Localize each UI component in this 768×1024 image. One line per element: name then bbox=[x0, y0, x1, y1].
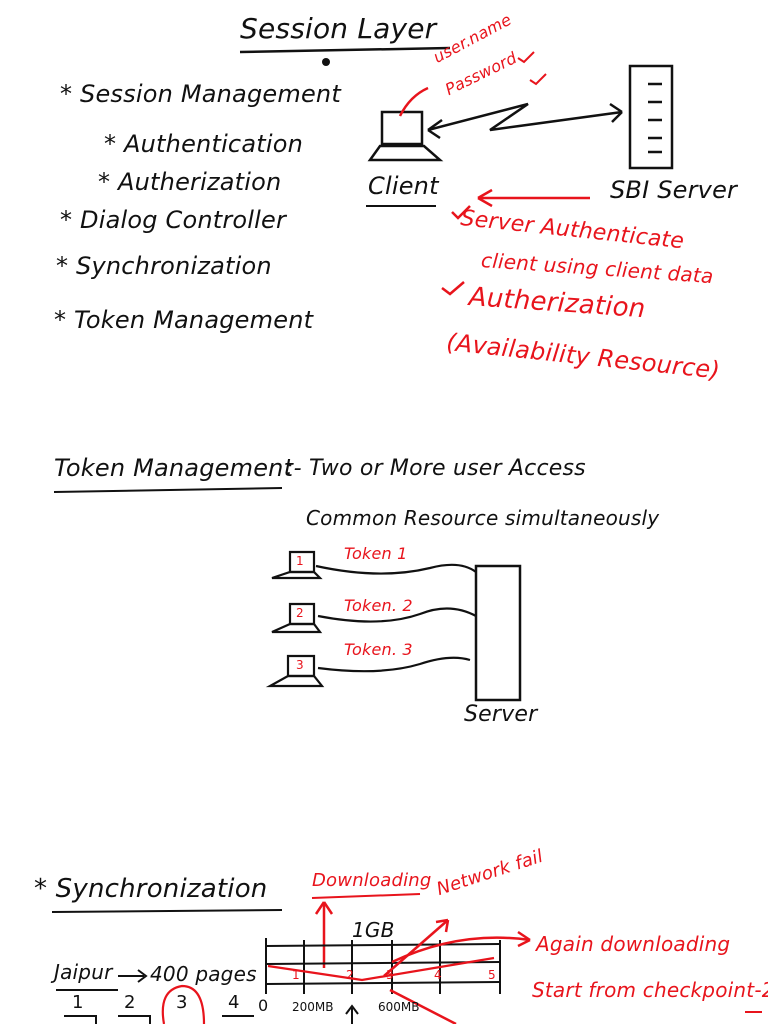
token-laptop-1-number: 1 bbox=[296, 554, 304, 568]
title-underline-dot bbox=[322, 58, 330, 66]
client-laptop-icon bbox=[367, 110, 444, 162]
token-1-label: Token 1 bbox=[344, 544, 408, 563]
check-mark-4 bbox=[529, 73, 547, 86]
check-mark-1 bbox=[451, 205, 471, 220]
page-box-2 bbox=[118, 1015, 151, 1024]
page-title: Session Layer bbox=[240, 12, 437, 45]
bullet-token-management: * Token Management bbox=[54, 306, 314, 334]
restart-arrow bbox=[389, 988, 457, 1024]
sync-heading-underline bbox=[51, 909, 283, 913]
token-management-heading: Token Management bbox=[54, 454, 294, 482]
pages-label: 400 pages bbox=[150, 962, 257, 986]
again-downloading-line1: Again downloading bbox=[536, 932, 731, 956]
jaipur-label: Jaipur bbox=[54, 960, 113, 984]
token-server-label: Server bbox=[464, 702, 538, 727]
user-pass-arrow bbox=[398, 86, 429, 117]
token-laptop-3-number: 3 bbox=[296, 658, 304, 672]
client-label: Client bbox=[368, 172, 439, 200]
synchronization-heading: * Synchronization bbox=[34, 874, 268, 904]
page-box-1 bbox=[64, 1015, 97, 1024]
checkpoint-5: 5 bbox=[488, 968, 496, 982]
token-desc-line2: Common Resource simultaneously bbox=[306, 506, 660, 530]
page-number-3: 3 bbox=[176, 992, 188, 1013]
bullet-session-management: * Session Management bbox=[60, 80, 341, 108]
downloading-underline bbox=[311, 893, 421, 899]
checkpoint-4: 4 bbox=[434, 968, 442, 982]
token-2-label: Token. 2 bbox=[344, 596, 413, 615]
client-server-link bbox=[427, 102, 623, 132]
token-laptop-2-number: 2 bbox=[296, 606, 304, 620]
bullet-synchronization: * Synchronization bbox=[56, 252, 272, 280]
axis-label-200mb: 200MB bbox=[292, 1000, 334, 1014]
token-wire-2 bbox=[317, 607, 477, 623]
bullet-dialog-controller: * Dialog Controller bbox=[60, 206, 287, 234]
network-fail-arrow bbox=[383, 919, 449, 977]
bullet-authentication: * Authentication bbox=[104, 130, 304, 158]
token-laptop-2-icon bbox=[271, 602, 323, 634]
token-desc-line1: :- Two or More user Access bbox=[286, 456, 586, 481]
token-wire-3 bbox=[317, 656, 471, 673]
up-arrow-600mb bbox=[345, 1004, 359, 1024]
token-heading-underline bbox=[53, 487, 283, 493]
checkpoint-1: 1 bbox=[292, 968, 300, 982]
axis-label-600mb: 600MB bbox=[378, 1000, 420, 1014]
checkpoint-3: 3 bbox=[386, 968, 394, 982]
downloading-label: Downloading bbox=[312, 870, 432, 891]
size-label: 1GB bbox=[352, 918, 395, 942]
check-mark-2 bbox=[441, 281, 465, 296]
token-wire-1 bbox=[315, 563, 477, 575]
progress-line bbox=[267, 956, 495, 982]
sbi-server-icon bbox=[628, 64, 674, 170]
again-downloading-line2: Start from checkpoint-2 bbox=[532, 978, 768, 1002]
again-arrow bbox=[391, 936, 531, 964]
page-3-circle bbox=[161, 984, 206, 1024]
check-mark-3 bbox=[517, 51, 535, 64]
page-number-1: 1 bbox=[72, 992, 84, 1013]
token-laptop-1-icon bbox=[271, 550, 323, 580]
axis-label-0: 0 bbox=[258, 996, 269, 1015]
jaipur-arrow bbox=[118, 969, 148, 983]
page-number-4: 4 bbox=[228, 992, 240, 1013]
token-3-label: Token. 3 bbox=[344, 640, 413, 659]
sbi-server-label: SBI Server bbox=[610, 176, 738, 204]
checkpoint-2: 2 bbox=[346, 968, 354, 982]
token-server-box bbox=[474, 564, 522, 702]
page-number-2: 2 bbox=[124, 992, 136, 1013]
title-underline bbox=[239, 46, 451, 54]
token-laptop-3-icon bbox=[265, 654, 325, 688]
bullet-autherization: * Autherization bbox=[98, 168, 282, 196]
download-bar bbox=[265, 943, 501, 985]
